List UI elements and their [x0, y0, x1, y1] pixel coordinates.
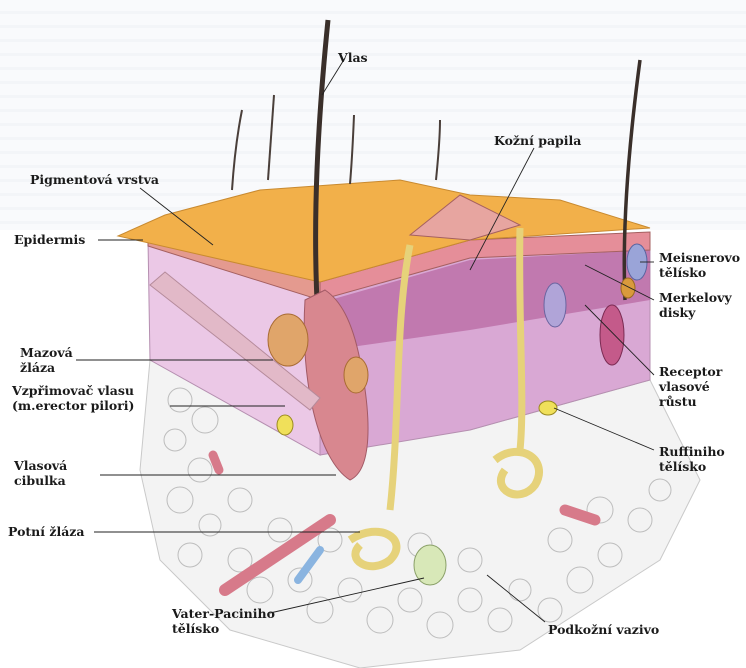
label-epidermis: Epidermis — [14, 232, 85, 247]
label-potni-zlaza: Potní žláza — [8, 524, 85, 539]
label-ruffiniho: Ruffiniho tělísko — [659, 444, 725, 474]
sebaceous-gland-2 — [344, 357, 368, 393]
hair-receptor — [600, 305, 624, 365]
label-receptor: Receptor vlasové růstu — [659, 364, 722, 409]
pacinian-corpuscle-deep — [544, 283, 566, 327]
label-pigmentova-vrstva: Pigmentová vrstva — [30, 172, 159, 187]
label-merkelovy-disky: Merkelovy disky — [659, 290, 732, 320]
label-vlasova-cibulka: Vlasová cibulka — [14, 458, 67, 488]
label-kozni-papila: Kožní papila — [494, 133, 581, 148]
nerve-fiber-2 — [520, 228, 522, 450]
label-meisnerovo: Meisnerovo tělísko — [659, 250, 740, 280]
label-mazova-zlaza: Mazová žláza — [20, 345, 73, 375]
hair-small-3 — [350, 115, 354, 184]
label-vzprimovac-vlasu: Vzpřimovač vlasu (m.erector pilori) — [12, 383, 134, 413]
small-corpuscle-left — [277, 415, 293, 435]
hair-small-1 — [232, 110, 242, 190]
sebaceous-gland-1 — [268, 314, 308, 366]
label-vater-pacini: Vater-Paciniho tělísko — [172, 606, 275, 636]
blood-vessel-left — [213, 455, 219, 470]
merkel-disks — [621, 278, 635, 298]
label-vlas: Vlas — [338, 50, 368, 65]
hair-small-2 — [268, 95, 274, 180]
hair-small-4 — [436, 120, 440, 180]
label-podkozni-vazivo: Podkožní vazivo — [548, 622, 659, 637]
